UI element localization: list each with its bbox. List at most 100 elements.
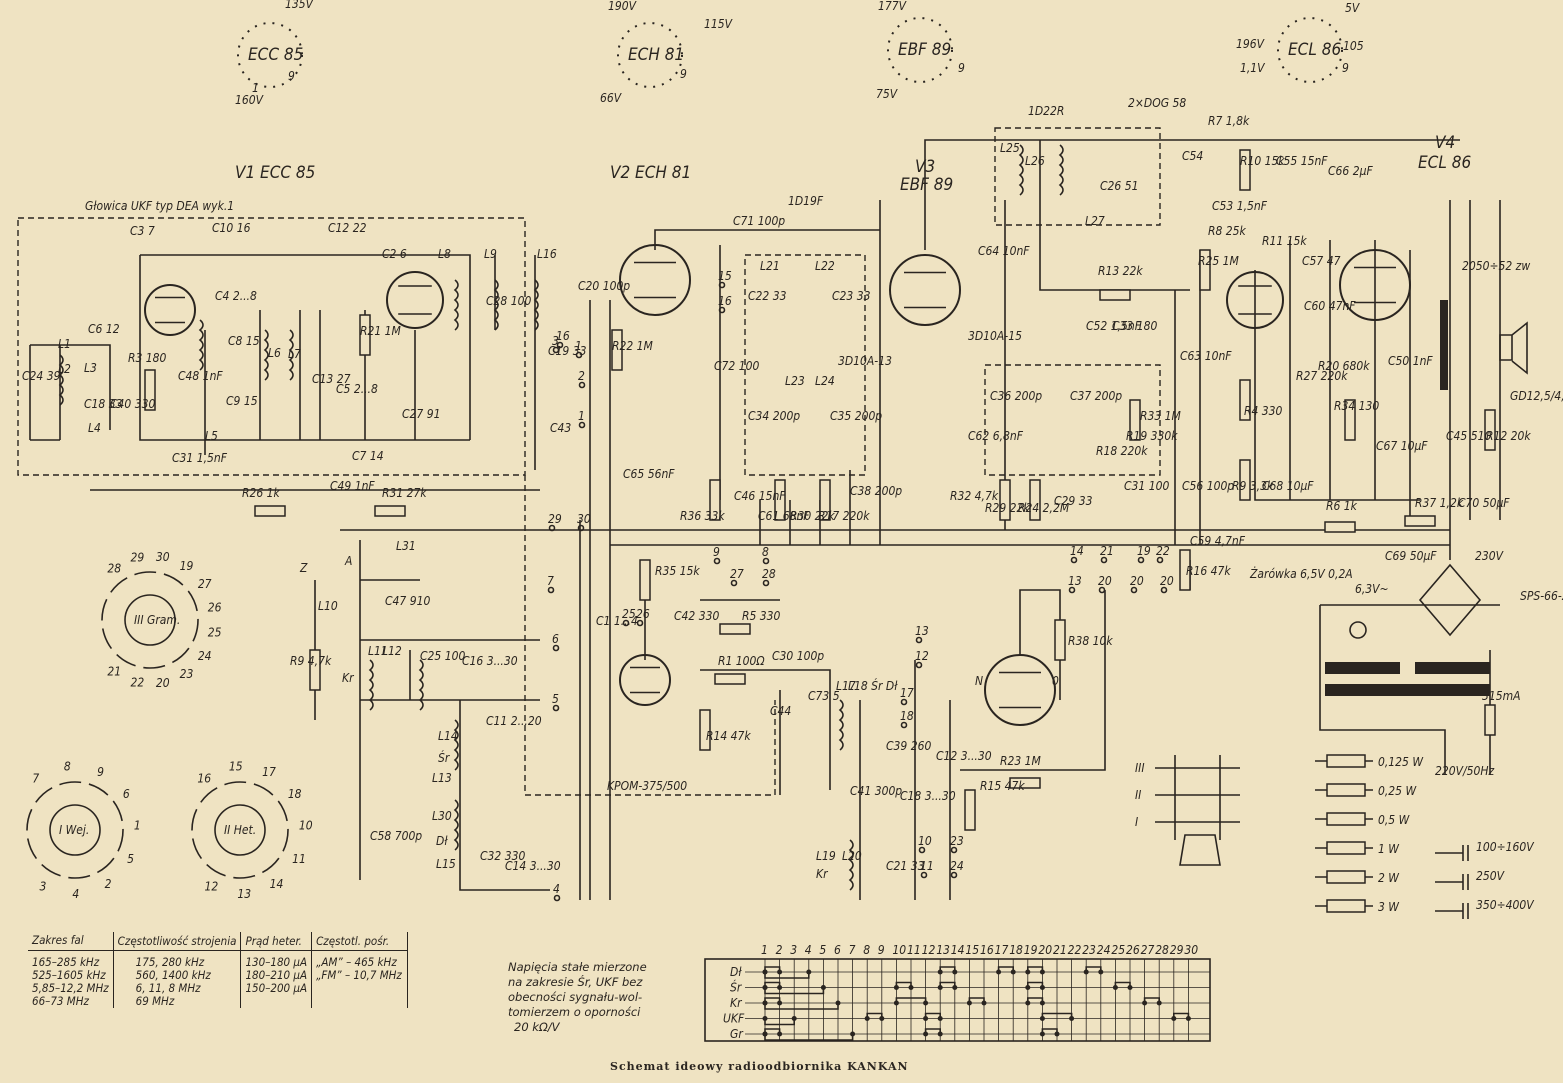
wafer-switch-rotor	[49, 804, 101, 856]
resistor	[374, 505, 406, 517]
terminal-number: 11	[920, 859, 934, 873]
component-label: C21 33	[886, 859, 925, 873]
contact-dot	[762, 1000, 768, 1006]
component-label: L31	[396, 539, 416, 553]
component-label: C2 6	[382, 247, 407, 261]
tube-symbols	[144, 17, 1411, 726]
column-number: 14	[951, 943, 965, 957]
component-label: C59 4,7nF	[1190, 534, 1246, 548]
pin-voltage: 177V	[878, 0, 908, 13]
terminal-number: 28	[762, 567, 776, 581]
tube-base-diagram	[617, 22, 683, 88]
terminal-dot	[950, 871, 958, 879]
component-label: C27 91	[402, 407, 440, 421]
tube-base-diagram	[887, 17, 953, 83]
switch-section-label: I	[1135, 815, 1138, 829]
component-label: L3	[84, 361, 97, 375]
uhf-head-label: Głowica UKF typ DEA wyk.1	[85, 199, 234, 213]
component-label: R36 33k	[680, 509, 725, 523]
component-label: SPS-66-250-C-65	[1520, 589, 1563, 603]
terminal-number: 1	[575, 339, 582, 353]
terminal-dot	[918, 846, 926, 854]
row-label: Kr	[730, 996, 742, 1010]
terminal-number: 8	[762, 545, 769, 559]
column-number: 8	[863, 943, 870, 957]
tube-label: V4	[1435, 133, 1455, 153]
terminal-number: 18	[900, 709, 914, 723]
component-label: R35 15k	[655, 564, 700, 578]
terminal-dot	[1098, 586, 1106, 594]
component-label: R27 220k	[1296, 369, 1348, 383]
component-label: C72 100	[714, 359, 759, 373]
component-label: C10 16	[212, 221, 251, 235]
component-label: R5 330	[742, 609, 781, 623]
component-label: R7 1,8k	[1208, 114, 1250, 128]
component-label: L27	[1085, 214, 1105, 228]
component-label: C42 330	[674, 609, 719, 623]
wafer-contact-number: 20	[156, 676, 170, 690]
wafer-contact-number: 28	[107, 561, 121, 575]
vacuum-tube	[1226, 271, 1284, 329]
contact-dot	[762, 1016, 768, 1021]
resistor	[709, 479, 721, 521]
contact-dot	[1054, 1031, 1060, 1037]
coil	[418, 659, 424, 711]
contact-dot	[923, 1016, 929, 1021]
component-label: R18 220k	[1096, 444, 1148, 458]
resistor	[1179, 549, 1191, 591]
wafer-contact-number: 23	[180, 667, 194, 681]
component-label: C30 100p	[772, 649, 824, 663]
resistor	[1129, 399, 1141, 441]
component-label: L2	[58, 362, 71, 376]
wafer-switch	[101, 571, 199, 669]
component-label: 230V	[1475, 549, 1505, 563]
terminal-number: 26	[636, 607, 650, 621]
contact-dot	[777, 969, 783, 975]
resistor	[144, 369, 156, 411]
component-label: R20 680k	[1318, 359, 1370, 373]
component-label: C36 200p	[990, 389, 1042, 403]
pin-voltage: 190V	[608, 0, 638, 13]
component-label: 2050÷52 zw	[1462, 259, 1530, 273]
contact-dot	[806, 969, 812, 975]
component-label: C50 1nF	[1388, 354, 1433, 368]
switch-shaft	[1174, 755, 1221, 866]
contact-dot	[996, 969, 1002, 975]
component-label: C68 10μF	[1262, 479, 1314, 493]
legend-resistor-symbol	[1326, 899, 1366, 913]
contact-dot	[791, 1016, 797, 1021]
resistor	[1054, 619, 1066, 661]
coil	[533, 279, 539, 331]
pin-voltage: 66V	[600, 91, 623, 105]
bridge-rectifier	[1418, 563, 1482, 637]
column-number: 19	[1024, 943, 1038, 957]
component-label: C48 1nF	[178, 369, 223, 383]
component-label: L8	[438, 247, 451, 261]
component-label: C67 10μF	[1376, 439, 1428, 453]
tube-base-name: ECH 81	[628, 45, 684, 65]
component-label: C5 2...8	[336, 382, 378, 396]
wafer-contact-number: 21	[107, 665, 121, 679]
component-label: L26	[1025, 154, 1045, 168]
component-label: C58 700p	[370, 829, 422, 843]
component-label: C49 1nF	[330, 479, 375, 493]
coil	[198, 319, 204, 371]
resistor	[1344, 399, 1356, 441]
if-filter-outlines	[744, 127, 1161, 476]
coil	[263, 329, 269, 381]
resistor	[1239, 459, 1251, 501]
row-label: Śr	[730, 980, 742, 995]
resistor	[1239, 149, 1251, 191]
legend-resistor-label: 3 W	[1378, 900, 1400, 914]
pin-voltage: 9	[958, 61, 965, 75]
component-label: R16 47k	[1186, 564, 1231, 578]
component-label: C3 7	[130, 224, 155, 238]
pin-voltage: 196V	[1236, 37, 1266, 51]
terminal-dot	[552, 644, 560, 652]
component-label: C41 300p	[850, 784, 902, 798]
contact-dot	[893, 1000, 899, 1006]
contact-dot	[1098, 969, 1104, 975]
wafer-contact-number: 12	[205, 879, 219, 893]
component-label: L7	[288, 347, 301, 361]
contact-dot	[937, 1016, 943, 1021]
